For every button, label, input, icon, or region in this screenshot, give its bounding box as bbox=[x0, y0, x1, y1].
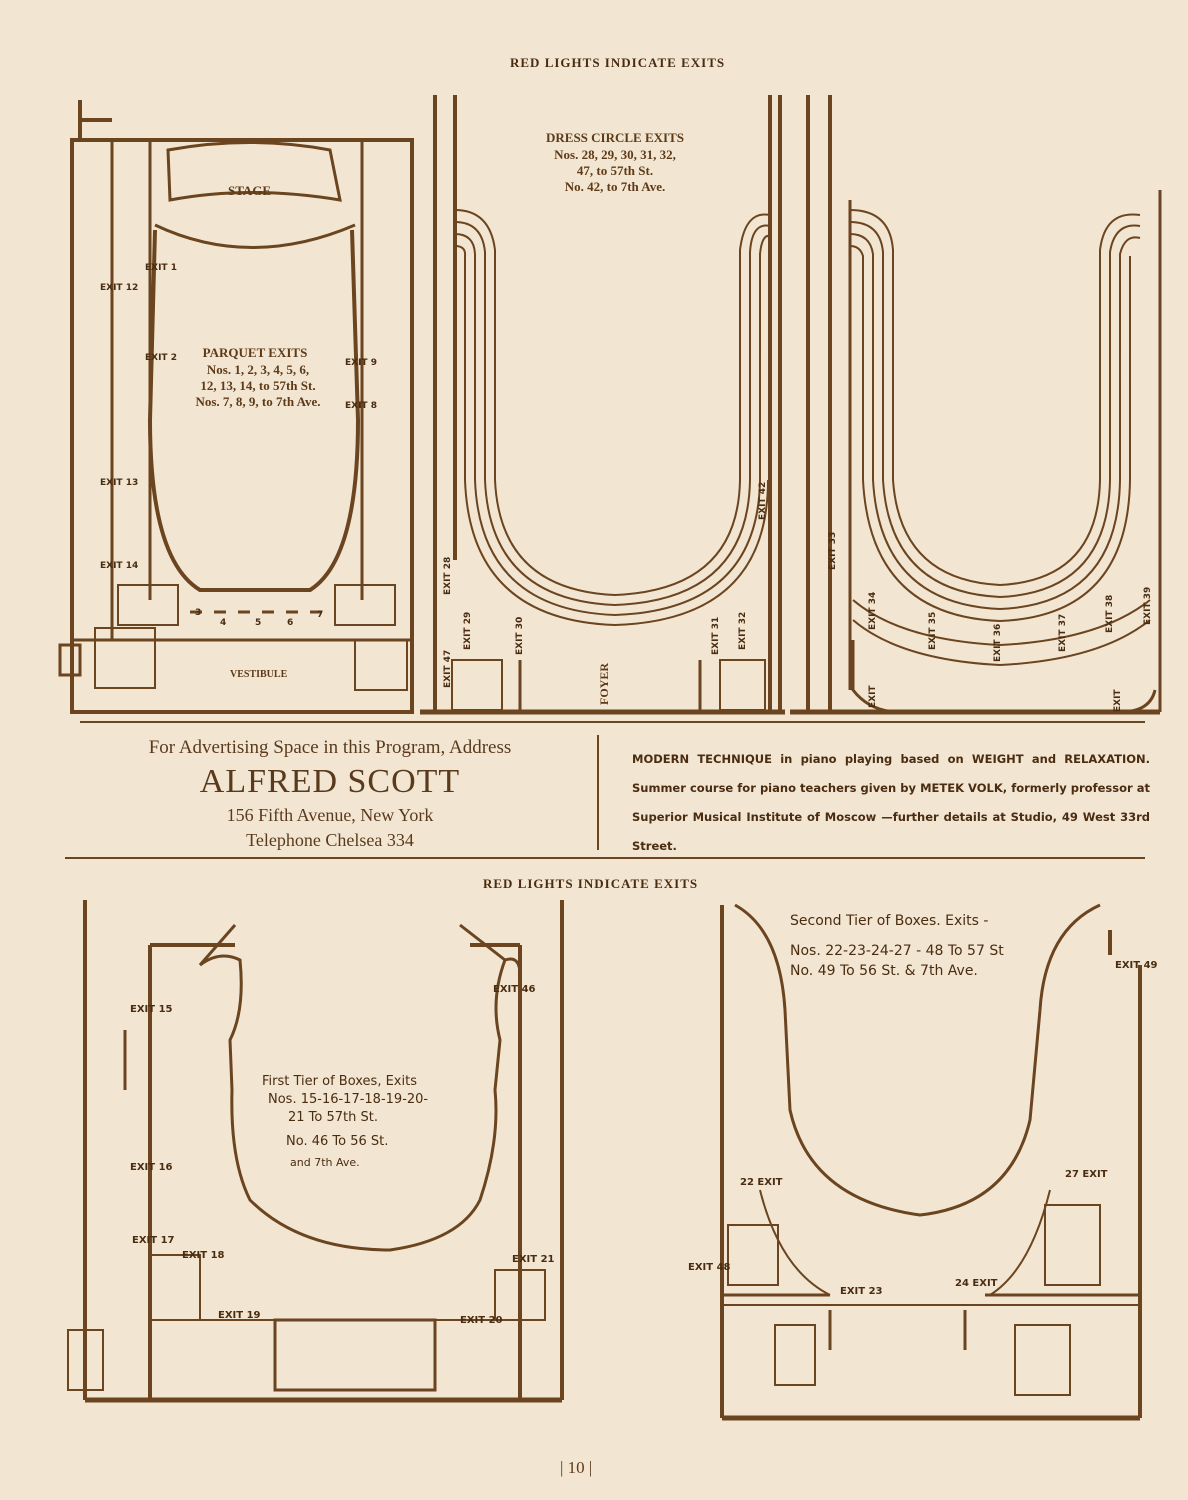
upper-tier-plan bbox=[778, 95, 1162, 715]
exit-3-label: 3 bbox=[195, 608, 201, 618]
first-tier-plan bbox=[67, 900, 564, 1403]
header-exits-top: RED LIGHTS INDICATE EXITS bbox=[510, 55, 726, 70]
first-tier-line2: Nos. 15-16-17-18-19-20- bbox=[268, 1092, 428, 1107]
exit-33-label: EXIT 33 bbox=[828, 532, 838, 570]
dress-circle-line1: Nos. 28, 29, 30, 31, 32, bbox=[554, 147, 676, 162]
exit-42-label: EXIT 42 bbox=[758, 482, 768, 520]
exit-23-label: EXIT 23 bbox=[840, 1286, 883, 1297]
ad-phone: Telephone Chelsea 334 bbox=[246, 830, 414, 850]
exit-37-label: EXIT 37 bbox=[1058, 614, 1068, 652]
exit-24-label: 24 EXIT bbox=[955, 1278, 998, 1289]
piano-technique-ad: MODERN TECHNIQUE in piano playing based … bbox=[632, 752, 1150, 853]
header-exits-middle: RED LIGHTS INDICATE EXITS bbox=[483, 876, 699, 891]
exit-28-label: EXIT 28 bbox=[443, 557, 453, 595]
parquet-line2: 12, 13, 14, to 57th St. bbox=[200, 378, 315, 393]
first-tier-line3: 21 To 57th St. bbox=[288, 1110, 378, 1125]
stage-label: STAGE bbox=[228, 183, 271, 198]
exit-35-label: EXIT 35 bbox=[928, 612, 938, 650]
exit-5-label: 5 bbox=[255, 618, 261, 628]
dress-circle-line3: No. 42, to 7th Ave. bbox=[565, 179, 666, 194]
exit-14-label: EXIT 14 bbox=[100, 561, 138, 571]
exit-31-label: EXIT 31 bbox=[711, 617, 721, 655]
exit-7-label: 7 bbox=[317, 610, 323, 620]
parquet-line3: Nos. 7, 8, 9, to 7th Ave. bbox=[195, 394, 320, 409]
exit-21-label: EXIT 21 bbox=[512, 1254, 555, 1265]
page-number: | 10 | bbox=[560, 1458, 593, 1477]
exit-47-label: EXIT 47 bbox=[443, 650, 453, 688]
dress-circle-title: DRESS CIRCLE EXITS bbox=[546, 130, 684, 145]
advertising-notice: For Advertising Space in this Program, A… bbox=[70, 735, 590, 853]
exit-20-label: EXIT 20 bbox=[460, 1315, 503, 1326]
exit-39-label: EXIT 39 bbox=[1143, 587, 1153, 625]
exit-29-label: EXIT 29 bbox=[463, 612, 473, 650]
second-tier-plan bbox=[720, 903, 1142, 1421]
ad-address-line: For Advertising Space in this Program, A… bbox=[148, 737, 512, 758]
exit-8-label: EXIT 8 bbox=[345, 401, 377, 411]
exit-34-label: EXIT 34 bbox=[868, 592, 878, 630]
exit-4-label: 4 bbox=[220, 618, 226, 628]
parquet-plan bbox=[58, 100, 414, 714]
dress-circle-plan bbox=[420, 95, 785, 715]
vestibule-label: VESTIBULE bbox=[230, 669, 288, 680]
exit-9-label: EXIT 9 bbox=[345, 358, 377, 368]
exit-30-label: EXIT 30 bbox=[515, 617, 525, 655]
exit-upper-left-label: EXIT bbox=[868, 685, 878, 708]
exit-13-label: EXIT 13 bbox=[100, 478, 138, 488]
exit-12-label: EXIT 12 bbox=[100, 283, 138, 293]
parquet-title: PARQUET EXITS bbox=[203, 345, 308, 360]
exit-6-label: 6 bbox=[287, 618, 293, 628]
parquet-line1: Nos. 1, 2, 3, 4, 5, 6, bbox=[207, 362, 309, 377]
exit-16-label: EXIT 16 bbox=[130, 1162, 173, 1173]
exit-48-label: EXIT 48 bbox=[688, 1262, 731, 1273]
exit-1-label: EXIT 1 bbox=[145, 263, 177, 273]
second-tier-line3: No. 49 To 56 St. & 7th Ave. bbox=[790, 963, 978, 979]
exit-17-label: EXIT 17 bbox=[132, 1235, 175, 1246]
second-tier-line2: Nos. 22-23-24-27 - 48 To 57 St bbox=[790, 943, 1004, 959]
ad-street: 156 Fifth Avenue, New York bbox=[226, 805, 434, 825]
exit-15-label: EXIT 15 bbox=[130, 1004, 173, 1015]
first-tier-line1: First Tier of Boxes, Exits bbox=[262, 1074, 417, 1089]
exit-38-label: EXIT 38 bbox=[1105, 595, 1115, 633]
exit-27-label: 27 EXIT bbox=[1065, 1169, 1108, 1180]
exit-46-label: EXIT 46 bbox=[493, 984, 536, 995]
exit-22-label: 22 EXIT bbox=[740, 1177, 783, 1188]
exit-32-label: EXIT 32 bbox=[738, 612, 748, 650]
exit-upper-right-label: EXIT bbox=[1113, 689, 1123, 712]
dress-circle-line2: 47, to 57th St. bbox=[577, 163, 653, 178]
exit-2-label: EXIT 2 bbox=[145, 353, 177, 363]
exit-49-label: EXIT 49 bbox=[1115, 960, 1158, 971]
exit-19-label: EXIT 19 bbox=[218, 1310, 261, 1321]
exit-18-label: EXIT 18 bbox=[182, 1250, 225, 1261]
ad-name: ALFRED SCOTT bbox=[199, 763, 461, 800]
first-tier-line5: and 7th Ave. bbox=[290, 1156, 360, 1169]
exit-36-label: EXIT 36 bbox=[993, 624, 1003, 662]
foyer-label: FOYER bbox=[597, 663, 611, 705]
first-tier-line4: No. 46 To 56 St. bbox=[286, 1134, 388, 1149]
second-tier-line1: Second Tier of Boxes. Exits - bbox=[790, 913, 988, 929]
